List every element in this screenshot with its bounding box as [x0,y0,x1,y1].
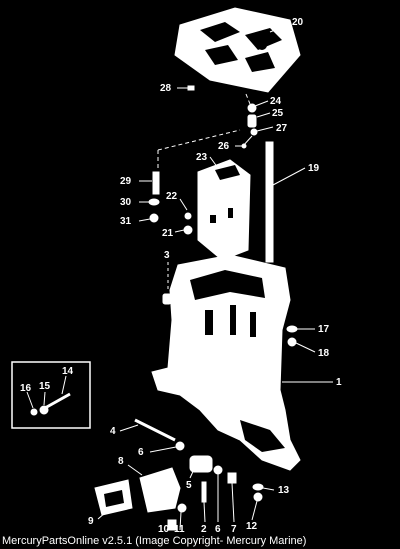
callout-13: 13 [278,485,290,496]
part-12-13 [252,483,264,502]
callout-24: 24 [270,96,282,107]
part-29 [152,171,160,195]
callout-6-left: 6 [138,447,144,458]
water-tube-part [265,141,274,263]
part-6 [175,441,185,451]
callout-4: 4 [110,426,116,437]
exhaust-tube-part [197,159,251,261]
callout-3: 3 [164,250,170,261]
callout-27: 27 [276,123,288,134]
callout-31: 31 [120,216,132,227]
callout-19: 19 [308,163,320,174]
callout-2: 2 [201,524,207,535]
callout-12: 12 [246,521,258,532]
image-copyright-footer: MercuryPartsOnline v2.5.1 (Image Copyrig… [2,535,307,547]
callout-7: 7 [231,524,237,535]
part-4 [134,418,176,442]
part-30-31 [148,198,160,223]
callout-28: 28 [160,83,172,94]
part-21-22 [183,212,193,235]
callout-9: 9 [88,516,94,527]
callout-15: 15 [39,381,51,392]
part-3 [162,262,172,305]
part-24-25-27 [247,103,258,136]
callout-25: 25 [272,108,284,119]
dashed-guide-lines [157,93,251,170]
callout-labels: 20 28 24 25 27 26 19 23 29 22 30 31 21 3… [20,17,342,535]
driveshaft-housing-part [151,254,301,471]
callout-8: 8 [118,456,124,467]
callout-10: 10 [158,524,170,535]
part-26 [241,135,253,149]
part-17-18 [286,325,298,347]
leader-lines [26,23,333,531]
callout-17: 17 [318,324,330,335]
callout-23: 23 [196,152,208,163]
callout-22: 22 [166,191,178,202]
callout-1: 1 [336,377,342,388]
callout-5: 5 [186,480,192,491]
part-28 [187,85,195,91]
callout-16: 16 [20,383,32,394]
part-5 [189,455,213,473]
callout-29: 29 [120,176,132,187]
inset-box [11,361,91,429]
callout-18: 18 [318,348,330,359]
part-8-9-10-11 [94,467,187,531]
callout-21: 21 [162,228,174,239]
callout-20: 20 [292,17,304,28]
adapter-plate-part [174,7,301,93]
callout-11: 11 [174,524,185,535]
callout-14: 14 [62,366,74,377]
callout-30: 30 [120,197,132,208]
callout-6-bottom: 6 [215,524,221,535]
callout-26: 26 [218,141,230,152]
